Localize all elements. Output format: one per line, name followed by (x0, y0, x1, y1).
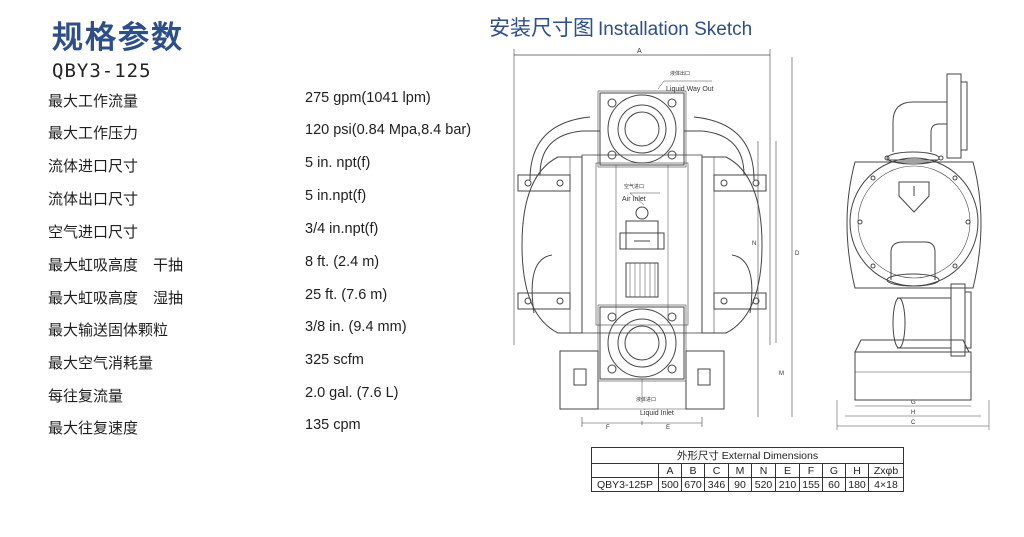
dim-m-label: M (779, 371, 784, 377)
table-cell: 155 (799, 477, 823, 492)
spec-label: 空气进口尺寸 (48, 223, 139, 241)
dim-n-label: N (752, 241, 756, 247)
spec-value: 5 in.npt(f) (305, 188, 367, 204)
table-corner (591, 463, 659, 478)
table-header: N (751, 463, 776, 478)
spec-value: 2.0 gal. (7.6 L) (305, 385, 399, 401)
table-header-row: A B C M N E F G H Zxφb (591, 463, 904, 478)
dim-e-label: E (666, 425, 670, 430)
spec-label: 最大空气消耗量 (48, 354, 154, 372)
spec-value: 25 ft. (7.6 m) (305, 287, 388, 303)
spec-row: 最大工作压力 120 psi(0.84 Mpa,8.4 bar) (0, 122, 520, 154)
spec-value: 5 in. npt(f) (305, 155, 371, 171)
table-cell: 60 (822, 477, 846, 492)
spec-row: 流体出口尺寸 5 in.npt(f) (0, 188, 520, 220)
spec-value: 325 scfm (305, 352, 364, 368)
spec-row: 每往复流量 2.0 gal. (7.6 L) (0, 385, 520, 417)
spec-value: 3/8 in. (9.4 mm) (305, 319, 407, 335)
spec-label: 每往复流量 (48, 387, 124, 405)
spec-label: 最大往复速度 (48, 419, 139, 437)
spec-label: 流体出口尺寸 (48, 190, 139, 208)
table-header: M (728, 463, 752, 478)
air-en-label: Air Inlet (622, 196, 646, 203)
spec-row: 最大输送固体颗粒 3/8 in. (9.4 mm) (0, 319, 520, 351)
table-header: G (822, 463, 846, 478)
spec-row: 最大往复速度 135 cpm (0, 417, 520, 449)
table-cell: 520 (751, 477, 776, 492)
table-cell: 500 (658, 477, 682, 492)
sketch-title-en: Installation Sketch (598, 19, 753, 40)
spec-label: 最大工作流量 (48, 92, 139, 110)
dim-f-label: F (606, 425, 610, 430)
spec-row: 空气进口尺寸 3/4 in.npt(f) (0, 221, 520, 253)
spec-row: 最大虹吸高度 湿抽 25 ft. (7.6 m) (0, 287, 520, 319)
spec-value: 120 psi(0.84 Mpa,8.4 bar) (305, 122, 472, 138)
table-header: B (681, 463, 705, 478)
spec-value: 135 cpm (305, 417, 361, 433)
spec-label: 最大工作压力 (48, 124, 139, 142)
dim-g-label: G (911, 400, 916, 406)
table-header: Zxφb (868, 463, 904, 478)
table-header: H (845, 463, 869, 478)
outlet-en-label: Liquid Way Out (666, 86, 714, 93)
side-view-drawing: G H C (836, 73, 990, 430)
table-cell: 4×18 (868, 477, 904, 492)
inlet-cn-label: 液体进口 (636, 396, 656, 403)
table-row: QBY3-125P 500 670 346 90 520 210 155 60 … (591, 477, 904, 492)
table-cell: 180 (845, 477, 869, 492)
table-header: F (799, 463, 823, 478)
dim-h-label: H (911, 410, 915, 416)
external-dimensions-table: 外形尺寸 External Dimensions A B C M N E F G… (591, 447, 904, 492)
spec-label: 最大输送固体颗粒 (48, 321, 169, 339)
dim-c-label: C (911, 420, 916, 426)
spec-value: 8 ft. (2.4 m) (305, 254, 380, 270)
spec-row: 最大空气消耗量 325 scfm (0, 352, 520, 384)
spec-label: 最大虹吸高度 湿抽 (48, 289, 184, 307)
inlet-en-label: Liquid Inlet (640, 410, 674, 417)
table-header: A (658, 463, 682, 478)
spec-value: 275 gpm(1041 lpm) (305, 90, 431, 106)
table-header: C (704, 463, 729, 478)
spec-row: 流体进口尺寸 5 in. npt(f) (0, 155, 520, 187)
spec-label: 最大虹吸高度 干抽 (48, 256, 184, 274)
table-cell: 346 (704, 477, 729, 492)
table-header: E (775, 463, 800, 478)
front-view-drawing: A 液体出口 Liquid Way Out 空气进口 Air Inlet 液体进… (513, 48, 800, 430)
table-cell: 210 (775, 477, 800, 492)
table-cell: 670 (681, 477, 705, 492)
air-cn-label: 空气进口 (624, 183, 644, 190)
spec-label: 流体进口尺寸 (48, 157, 139, 175)
model-number: QBY3-125 (52, 60, 152, 82)
spec-value: 3/4 in.npt(f) (305, 221, 379, 237)
table-cell: 90 (728, 477, 752, 492)
table-model-cell: QBY3-125P (591, 477, 659, 492)
spec-title: 规格参数 (52, 20, 184, 56)
spec-row: 最大工作流量 275 gpm(1041 lpm) (0, 90, 520, 122)
outlet-cn-label: 液体出口 (670, 70, 690, 77)
sketch-title-cn: 安装尺寸图 (489, 16, 594, 40)
table-caption: 外形尺寸 External Dimensions (591, 447, 904, 464)
dim-a-label: A (637, 48, 642, 55)
dim-d-label: D (795, 251, 800, 257)
spec-row: 最大虹吸高度 干抽 8 ft. (2.4 m) (0, 254, 520, 286)
